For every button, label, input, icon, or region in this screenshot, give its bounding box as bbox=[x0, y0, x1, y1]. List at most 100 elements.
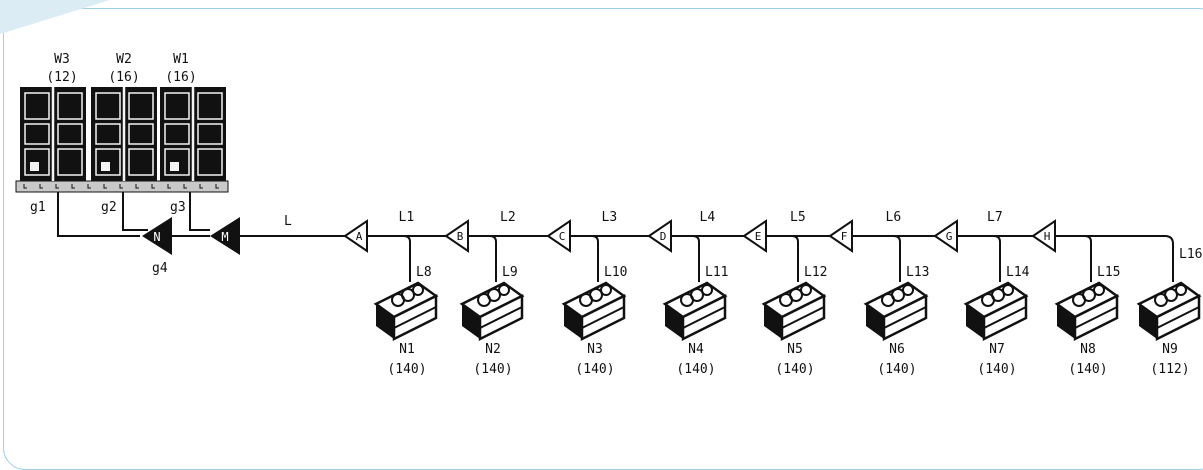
unit-front-line bbox=[983, 306, 1027, 329]
fan-icon bbox=[1082, 288, 1096, 302]
indoor-unit bbox=[662, 281, 728, 342]
pipe-g2 bbox=[122, 192, 148, 231]
branch-pipe bbox=[957, 235, 1001, 282]
panel-grille bbox=[197, 92, 223, 120]
unit-front-line bbox=[682, 306, 726, 329]
branch-pipe bbox=[570, 235, 599, 282]
panel-grille bbox=[197, 148, 223, 176]
joint-label: A bbox=[356, 230, 363, 243]
joint-label: N bbox=[153, 230, 160, 244]
branch-joint bbox=[1031, 219, 1056, 253]
branch-pipe-label: L14 bbox=[1006, 265, 1030, 280]
branch-pipe-label: L15 bbox=[1097, 265, 1120, 280]
indoor-unit bbox=[1054, 281, 1120, 342]
rail-bolt bbox=[103, 184, 107, 189]
branch-pipe-label: L16 bbox=[1179, 247, 1202, 262]
panel-grille bbox=[57, 148, 83, 176]
control-box bbox=[170, 162, 179, 171]
panel-grille bbox=[128, 92, 154, 120]
branch-pipe-label: L9 bbox=[502, 265, 518, 280]
panel-grille bbox=[128, 148, 154, 176]
joint-label: B bbox=[457, 230, 464, 243]
segment-label: L1 bbox=[399, 210, 415, 225]
outdoor-unit-label: W2 bbox=[116, 52, 132, 67]
panel-grille bbox=[24, 123, 50, 145]
unit-side bbox=[376, 304, 394, 339]
indoor-unit-label: N8 bbox=[1080, 342, 1096, 357]
branch-joint bbox=[343, 219, 368, 253]
panel-grille bbox=[95, 148, 121, 176]
indoor-unit-capacity: (140) bbox=[676, 362, 715, 377]
branch-pipe bbox=[367, 235, 411, 282]
segment-label: L2 bbox=[500, 210, 516, 225]
branch-pipe-label: L10 bbox=[604, 265, 627, 280]
indoor-unit-capacity: (140) bbox=[387, 362, 426, 377]
indoor-unit-capacity: (112) bbox=[1150, 362, 1189, 377]
fan-icon bbox=[891, 288, 905, 302]
rail-bolt bbox=[167, 184, 171, 189]
outdoor-unit-label: W3 bbox=[54, 52, 70, 67]
fan-icon bbox=[1093, 284, 1105, 296]
fan-icon bbox=[412, 284, 424, 296]
panel-grille bbox=[164, 148, 190, 176]
joint-label: C bbox=[559, 230, 566, 243]
fan-icon bbox=[487, 288, 501, 302]
fan-icon bbox=[401, 288, 415, 302]
branch-pipe bbox=[1055, 235, 1174, 282]
base-rail bbox=[15, 180, 229, 193]
indoor-unit-capacity: (140) bbox=[775, 362, 814, 377]
unit-front-line bbox=[781, 306, 825, 329]
rail-bolt bbox=[23, 184, 27, 189]
branch-pipe-label: L11 bbox=[705, 265, 728, 280]
indoor-unit-capacity: (140) bbox=[977, 362, 1016, 377]
unit-front-line bbox=[479, 306, 523, 329]
outdoor-unit-capacity: (12) bbox=[46, 70, 77, 85]
indoor-unit-label: N9 bbox=[1162, 342, 1178, 357]
fan-icon bbox=[589, 288, 603, 302]
fan-icon bbox=[690, 288, 704, 302]
rail-bolt bbox=[215, 184, 219, 189]
fan-icon bbox=[1002, 284, 1014, 296]
fan-icon bbox=[701, 284, 713, 296]
panel-grille bbox=[164, 92, 190, 120]
indoor-unit-capacity: (140) bbox=[473, 362, 512, 377]
unit-front-line bbox=[393, 306, 437, 329]
unit-side bbox=[866, 304, 884, 339]
unit-side bbox=[1057, 304, 1075, 339]
fan-icon bbox=[498, 284, 510, 296]
indoor-unit bbox=[963, 281, 1029, 342]
joint-label: G bbox=[946, 230, 953, 243]
branch-joint bbox=[546, 219, 571, 253]
branch-pipe-label: L12 bbox=[804, 265, 827, 280]
unit-side bbox=[764, 304, 782, 339]
outdoor-unit bbox=[20, 87, 86, 181]
control-box bbox=[101, 162, 110, 171]
pipe-label: g3 bbox=[170, 200, 186, 215]
panel-grille bbox=[57, 92, 83, 120]
unit-front-line bbox=[1156, 306, 1200, 329]
branch-pipe bbox=[852, 235, 901, 282]
unit-side bbox=[462, 304, 480, 339]
joint-label: H bbox=[1044, 230, 1051, 243]
outdoor-piping bbox=[57, 192, 345, 237]
rail-bolt bbox=[87, 184, 91, 189]
indoor-unit-label: N3 bbox=[587, 342, 603, 357]
indoor-unit bbox=[761, 281, 827, 342]
fan-icon bbox=[1175, 284, 1187, 296]
panel-grille bbox=[95, 123, 121, 145]
outdoor-unit bbox=[160, 87, 226, 181]
outdoor-unit-capacity: (16) bbox=[165, 70, 196, 85]
indoor-unit bbox=[1136, 281, 1202, 342]
joint-label: D bbox=[660, 230, 667, 243]
unit-front-line bbox=[1074, 306, 1118, 329]
panel-grille bbox=[95, 92, 121, 120]
segment-label: L7 bbox=[987, 210, 1003, 225]
panel-grille bbox=[24, 92, 50, 120]
outdoor-unit bbox=[91, 87, 157, 181]
unit-side bbox=[665, 304, 683, 339]
branch-joint bbox=[742, 219, 767, 253]
control-box bbox=[30, 162, 39, 171]
branch-joint bbox=[828, 219, 853, 253]
